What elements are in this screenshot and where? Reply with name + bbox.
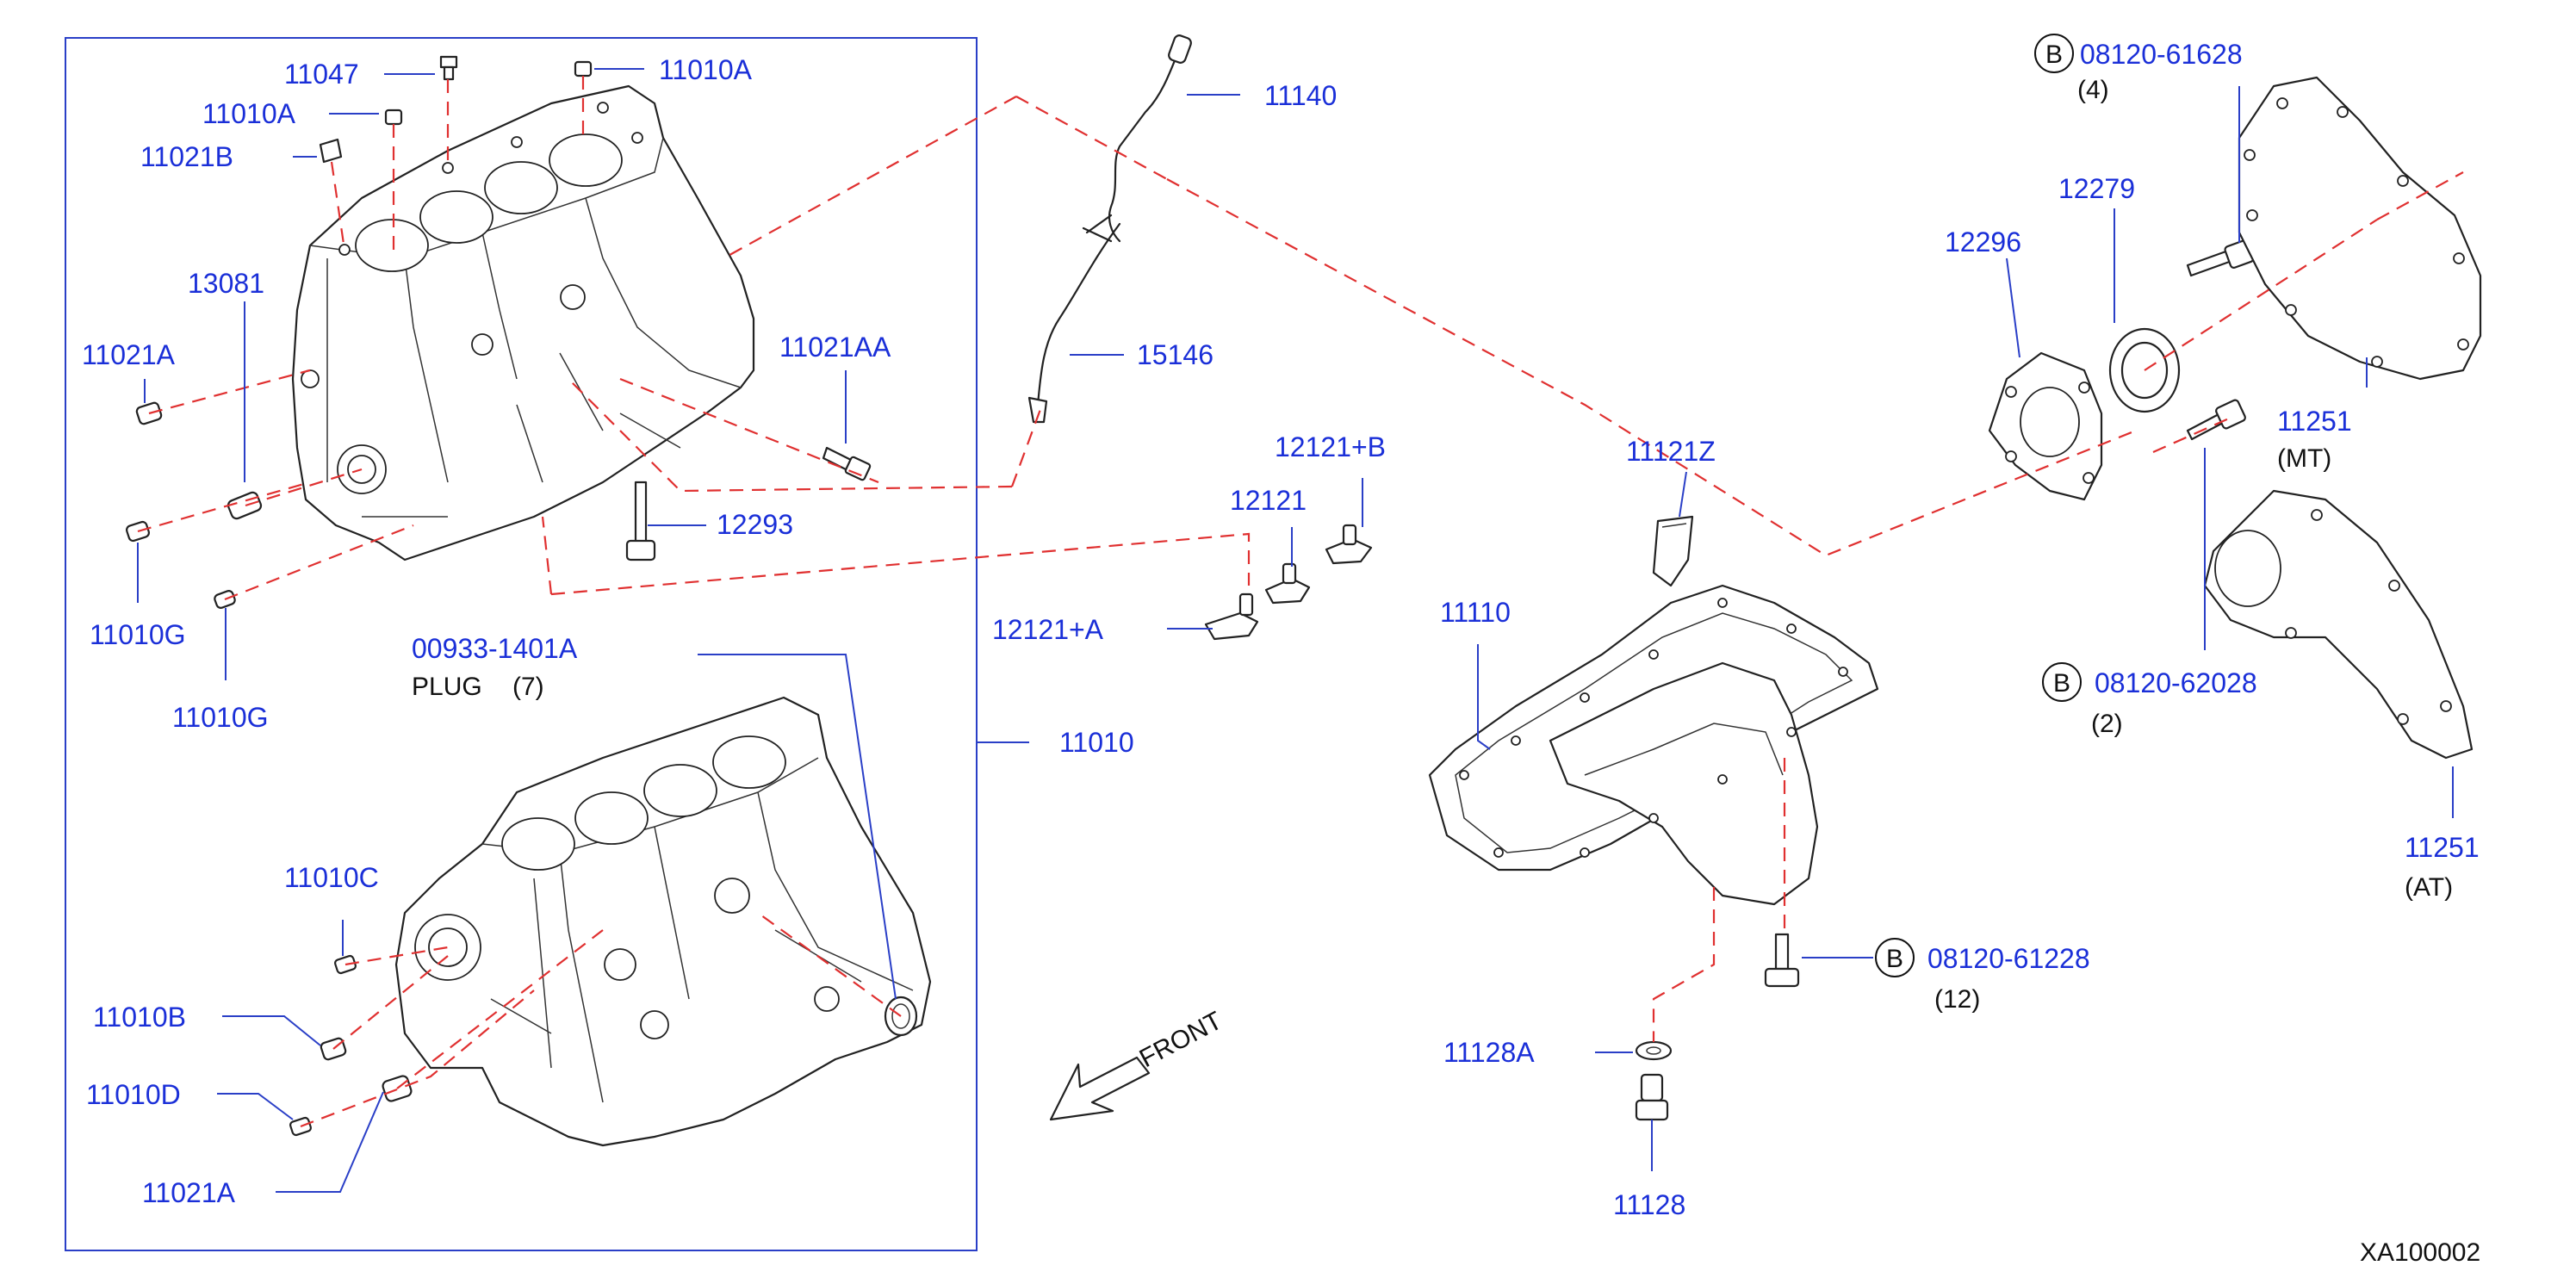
label-11021A-lower[interactable]: 11021A bbox=[142, 1177, 236, 1208]
label-11010G-1[interactable]: 11010G bbox=[90, 619, 186, 650]
washer-11128A bbox=[1635, 1040, 1673, 1061]
label-11021A-upper[interactable]: 11021A bbox=[82, 339, 176, 370]
bolt-11021AA bbox=[822, 446, 872, 481]
oil-pan-11110 bbox=[1428, 584, 1879, 906]
svg-text:B: B bbox=[2045, 40, 2063, 69]
label-00933-1401A[interactable]: 00933-1401A bbox=[412, 633, 578, 664]
label-11128A[interactable]: 11128A bbox=[1443, 1037, 1535, 1068]
label-11010[interactable]: 11010 bbox=[1059, 727, 1134, 758]
label-plug-qty: (7) bbox=[512, 673, 544, 701]
bolt-08120-61228 bbox=[1764, 933, 1800, 988]
svg-text:B: B bbox=[1886, 945, 1903, 973]
label-11251-at[interactable]: 11251 bbox=[2405, 832, 2480, 863]
rear-plate-11251-at bbox=[2203, 489, 2474, 760]
label-15146[interactable]: 15146 bbox=[1137, 339, 1214, 370]
part-labels: 11047 11010A 11010A 11021B 13081 11021A … bbox=[82, 39, 2480, 1267]
label-11251-mt[interactable]: 11251 bbox=[2277, 406, 2352, 437]
plug-11021B bbox=[319, 138, 343, 164]
label-12279[interactable]: 12279 bbox=[2058, 173, 2135, 204]
svg-text:B: B bbox=[2053, 669, 2070, 698]
cylinder-block-upper bbox=[291, 84, 755, 561]
sensor-12121B bbox=[1325, 524, 1373, 565]
label-11021AA[interactable]: 11021AA bbox=[779, 332, 891, 363]
drain-plug-11128 bbox=[1635, 1073, 1669, 1121]
label-11140[interactable]: 11140 bbox=[1264, 80, 1337, 111]
oil-strainer-11121Z bbox=[1652, 515, 1694, 587]
label-mt: (MT) bbox=[2277, 444, 2331, 473]
label-11110[interactable]: 11110 bbox=[1440, 597, 1511, 628]
label-11010A-left[interactable]: 11010A bbox=[202, 98, 296, 129]
label-at: (AT) bbox=[2405, 873, 2453, 902]
label-12296[interactable]: 12296 bbox=[1945, 226, 2021, 257]
label-11010B[interactable]: 11010B bbox=[93, 1002, 186, 1033]
label-12121B[interactable]: 12121+B bbox=[1275, 431, 1386, 462]
cylinder-block-lower bbox=[394, 696, 932, 1147]
badge-b-62028: B bbox=[2042, 662, 2082, 702]
assembly-lines bbox=[137, 76, 2464, 1128]
diagram-code: XA100002 bbox=[2360, 1238, 2480, 1267]
label-08120-61228[interactable]: 08120-61228 bbox=[1927, 943, 2090, 974]
sensor-12121 bbox=[1264, 562, 1311, 605]
bolt-11047 bbox=[439, 55, 458, 81]
label-plug: PLUG bbox=[412, 673, 482, 701]
label-12121[interactable]: 12121 bbox=[1230, 485, 1307, 516]
plug-11010A-left bbox=[384, 109, 403, 126]
label-13081[interactable]: 13081 bbox=[188, 268, 264, 299]
plug-11010A-top bbox=[574, 60, 593, 78]
label-08120-61228-qty: (12) bbox=[1934, 985, 1980, 1014]
front-label: FRONT bbox=[1135, 1007, 1227, 1074]
plug-13081 bbox=[227, 491, 263, 520]
label-11121Z[interactable]: 11121Z bbox=[1626, 436, 1716, 467]
label-08120-62028[interactable]: 08120-62028 bbox=[2095, 667, 2257, 698]
label-11010A-top[interactable]: 11010A bbox=[659, 54, 753, 85]
guide-tube-15146 bbox=[1027, 214, 1121, 424]
badge-b-61228: B bbox=[1875, 938, 1915, 977]
leader-lines bbox=[137, 68, 2454, 1193]
label-11010D[interactable]: 11010D bbox=[86, 1079, 181, 1110]
badge-b-61628: B bbox=[2034, 34, 2074, 73]
retainer-12296 bbox=[1988, 351, 2103, 501]
label-08120-62028-qty: (2) bbox=[2091, 710, 2123, 738]
bolt-12293 bbox=[625, 481, 656, 561]
front-arrow bbox=[1049, 1056, 1151, 1121]
label-12121A[interactable]: 12121+A bbox=[992, 614, 1104, 645]
sensor-12121A bbox=[1204, 592, 1259, 641]
label-11128[interactable]: 11128 bbox=[1613, 1189, 1685, 1220]
dipstick-11140 bbox=[1108, 34, 1192, 243]
block-group-frame bbox=[65, 37, 978, 1251]
label-08120-61628[interactable]: 08120-61628 bbox=[2080, 39, 2243, 70]
label-11047[interactable]: 11047 bbox=[284, 59, 359, 90]
label-11010C[interactable]: 11010C bbox=[284, 862, 379, 893]
label-11010G-2[interactable]: 11010G bbox=[172, 702, 269, 733]
rear-plate-11251-mt bbox=[2238, 76, 2482, 381]
label-11021B[interactable]: 11021B bbox=[140, 141, 233, 172]
label-08120-61628-qty: (4) bbox=[2077, 76, 2109, 104]
label-12293[interactable]: 12293 bbox=[717, 509, 793, 540]
